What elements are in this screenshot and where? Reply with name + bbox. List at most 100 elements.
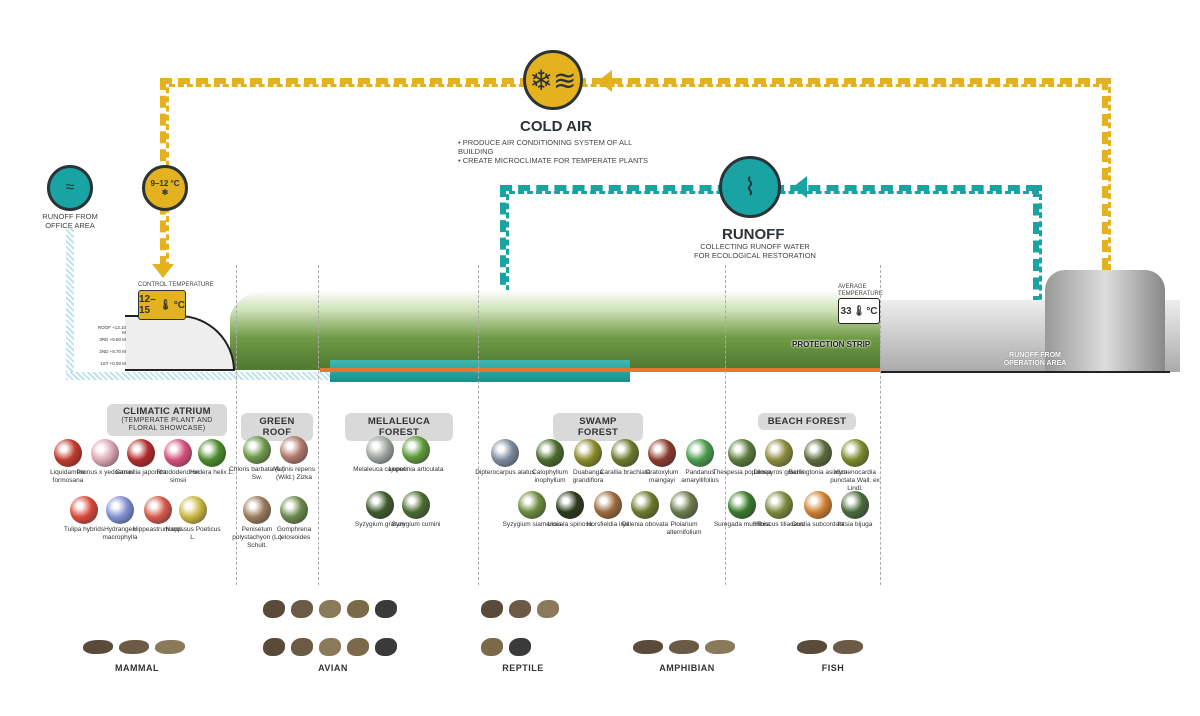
plant-name: Rhododendron simsii	[156, 469, 200, 484]
fauna-category-label: REPTILE	[502, 663, 544, 673]
plant-photo	[765, 439, 793, 467]
animal-illustration	[537, 600, 559, 618]
plant-photo	[402, 436, 430, 464]
fauna-category-label: AMPHIBIAN	[659, 663, 715, 673]
plant-photo	[243, 436, 271, 464]
plant-photo	[518, 491, 546, 519]
animal-illustration	[291, 600, 313, 618]
plant-name: Hippeastrum spp.	[132, 526, 184, 533]
cold-air-flow-top	[160, 78, 1108, 87]
plant-name: Camellia japonica	[115, 469, 167, 476]
plant-photo	[556, 491, 584, 519]
plant-photo	[491, 439, 519, 467]
animal-illustration	[155, 640, 185, 654]
plant-name: Cordia subcordata	[791, 521, 845, 528]
level-label: 3RD +9.80 M	[99, 337, 126, 342]
landscape-section	[230, 290, 880, 370]
atrium-building	[125, 315, 235, 371]
thermometer-icon: 🌡	[159, 299, 172, 311]
animal-illustration	[319, 638, 341, 656]
control-temperature-badge: 12–15🌡°C	[138, 290, 186, 320]
plant-name: Duabanga grandiflora	[572, 469, 604, 484]
plant-photo	[366, 491, 394, 519]
plant-name: Syzygium gratum	[354, 521, 406, 528]
plant-photo	[631, 491, 659, 519]
level-label: 1ST +0.50 M	[100, 361, 126, 366]
plant-photo	[127, 439, 155, 467]
zone-divider	[236, 265, 237, 585]
animal-illustration	[347, 600, 369, 618]
zone-title-beach-forest: BEACH FOREST	[758, 413, 856, 430]
plant-photo	[804, 491, 832, 519]
plant-photo	[402, 491, 430, 519]
plant-photo	[670, 491, 698, 519]
animal-illustration	[119, 640, 149, 654]
level-label: 2ND +5.70 M	[99, 349, 126, 354]
animal-illustration	[83, 640, 113, 654]
plant-photo	[841, 491, 869, 519]
plant-name: Diospyros gracilis	[753, 469, 805, 476]
fauna-category-label: AVIAN	[318, 663, 348, 673]
animal-illustration	[669, 640, 699, 654]
plant-name: Barringtonia asiatica	[788, 469, 848, 476]
animal-illustration	[263, 638, 285, 656]
plant-name: Liquidambar formosana	[50, 469, 86, 484]
plant-name: Calophyllum inophyllum	[532, 469, 568, 484]
animal-illustration	[833, 640, 863, 654]
plant-photo	[765, 491, 793, 519]
plant-name: Narcissus Poeticus L.	[165, 526, 221, 541]
rain-runoff-icon: ≈	[47, 165, 93, 211]
storage-tank	[1045, 270, 1165, 372]
plant-name: Dipterocarpus alatus	[475, 469, 535, 476]
plant-photo	[144, 496, 172, 524]
plant-name: Dillenia obovata	[621, 521, 669, 528]
control-temperature-label: CONTROL TEMPERATURE	[138, 282, 214, 288]
plant-name: Melaleuca cajuputi	[353, 466, 407, 473]
plant-photo	[198, 439, 226, 467]
cold-air-title: COLD AIR	[520, 118, 592, 135]
zone-divider	[318, 265, 319, 585]
plant-photo	[280, 496, 308, 524]
plant-photo	[91, 439, 119, 467]
animal-illustration	[347, 638, 369, 656]
plant-name: Tulipa hybrids	[63, 526, 105, 533]
animal-illustration	[481, 600, 503, 618]
ground-line	[320, 368, 880, 372]
plant-name: Ploiarium alternifolium	[666, 521, 702, 536]
plant-photo	[728, 439, 756, 467]
cold-air-bullets: • PRODUCE AIR CONDITIONING SYSTEM OF ALL…	[458, 138, 649, 165]
animal-illustration	[509, 638, 531, 656]
plant-photo	[594, 491, 622, 519]
animal-illustration	[263, 600, 285, 618]
ground-baseline	[880, 371, 1170, 373]
zone-divider	[725, 265, 726, 585]
zone-title-swamp-forest: SWAMP FOREST	[553, 413, 643, 441]
cold-air-icon: ❄≋	[523, 50, 583, 110]
plant-name: Gomphrena celosioides	[276, 526, 312, 541]
office-runoff-flow	[66, 228, 74, 378]
fauna-category-label: MAMMAL	[115, 663, 159, 673]
animal-illustration	[509, 600, 531, 618]
plant-photo	[611, 439, 639, 467]
plant-name: Pandanus amaryllifolius	[681, 469, 719, 484]
animal-illustration	[633, 640, 663, 654]
plant-name: Licuala spinosa	[547, 521, 593, 528]
level-label: ROOF +13.10 M	[97, 325, 126, 335]
plant-photo	[648, 439, 676, 467]
plant-name: Syzygium cumini	[391, 521, 441, 528]
plant-photo	[54, 439, 82, 467]
plant-name: Chloris barbata (L.) Sw.	[229, 466, 285, 481]
average-temperature-badge: 33🌡°C	[838, 298, 880, 324]
animal-illustration	[319, 600, 341, 618]
plant-name: Melinis repens (Wild.) Zizka	[273, 466, 315, 481]
plant-photo	[728, 491, 756, 519]
plant-photo	[574, 439, 602, 467]
plant-photo	[243, 496, 271, 524]
plant-name: Horsfieldia irya	[586, 521, 630, 528]
animal-illustration	[375, 600, 397, 618]
plant-name: Thespesia populnea	[712, 469, 772, 476]
animal-illustration	[291, 638, 313, 656]
